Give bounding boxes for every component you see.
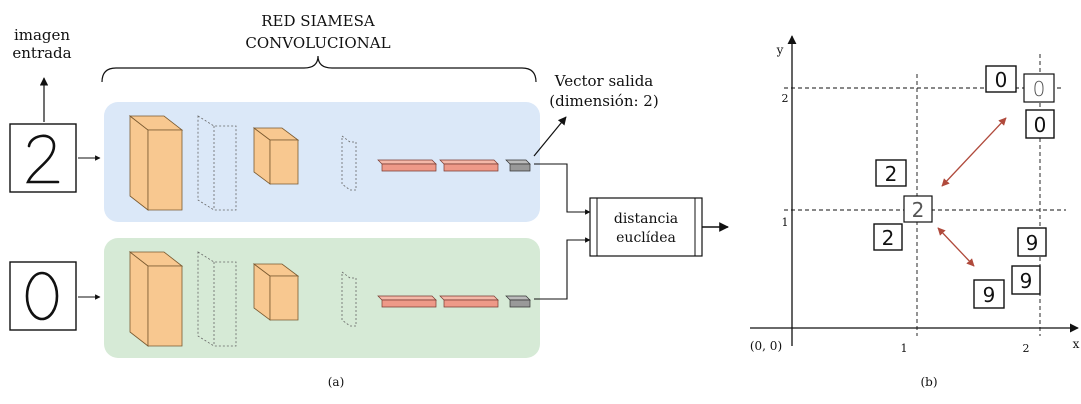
digit-nine-b: 9 xyxy=(1020,269,1033,293)
bottom-branch-band xyxy=(104,238,540,358)
conv-block-2-bottom xyxy=(252,263,300,321)
top-branch-band xyxy=(104,102,540,222)
digit-box-zero-b xyxy=(1025,109,1055,139)
network-title-line2: CONVOLUCIONAL xyxy=(245,34,390,52)
digit-zero-b: 0 xyxy=(1034,113,1047,137)
digit-box-nine-c xyxy=(973,279,1005,309)
network-title-line1: RED SIAMESA xyxy=(261,12,375,30)
digit-box-zero-a xyxy=(985,65,1017,93)
output-label-line2: (dimensión: 2) xyxy=(549,92,658,110)
pool-layer-1-top xyxy=(197,115,237,211)
handwritten-two-icon xyxy=(26,134,60,184)
distance-arrow-near xyxy=(937,227,975,267)
output-label-line1: Vector salida xyxy=(554,72,654,90)
input-label-line1: imagen xyxy=(14,26,70,44)
pool-layer-1-bottom xyxy=(197,251,237,347)
digit-box-two-query xyxy=(903,195,933,223)
y-axis-label: y xyxy=(776,43,784,57)
digit-nine-c: 9 xyxy=(983,283,996,307)
digit-two-a: 2 xyxy=(885,162,898,186)
conv-block-1-top xyxy=(128,115,184,211)
pool-layer-2-bottom xyxy=(341,271,357,327)
dense-layer-2-top xyxy=(439,159,499,172)
conv-block-1-bottom xyxy=(128,251,184,347)
y-tick-1: 1 xyxy=(782,216,789,229)
output-layer-bottom xyxy=(505,295,531,308)
digit-two-query: 2 xyxy=(912,198,925,222)
digit-box-two-b xyxy=(873,223,903,251)
digit-box-nine-b xyxy=(1011,265,1041,295)
x-tick-1: 1 xyxy=(901,342,908,355)
x-axis-label: x xyxy=(1073,337,1080,351)
bottom-to-distance-connector xyxy=(534,237,591,300)
conv-block-2-top xyxy=(252,127,300,185)
top-to-distance-connector xyxy=(534,163,591,215)
x-tick-2: 2 xyxy=(1023,342,1030,355)
network-brace xyxy=(101,55,537,83)
dense-layer-2-bottom xyxy=(439,295,499,308)
y-tick-2: 2 xyxy=(782,92,789,105)
caption-a: (a) xyxy=(328,375,345,389)
digit-zero-a: 0 xyxy=(995,68,1008,92)
distance-label-line2: euclídea xyxy=(616,230,676,246)
dense-layer-1-bottom xyxy=(377,295,437,308)
pool-layer-2-top xyxy=(341,135,357,191)
caption-b: (b) xyxy=(920,375,937,389)
dense-layer-1-top xyxy=(377,159,437,172)
output-layer-top xyxy=(505,159,531,172)
digit-box-two-a xyxy=(875,159,907,187)
panel-b: y x (0, 0) 2 1 1 2 0 0 0 2 2 2 9 9 9 xyxy=(750,35,1080,389)
bottom-branch-layers xyxy=(128,251,531,347)
input-label-line2: entrada xyxy=(12,44,71,62)
handwritten-zero-icon xyxy=(25,271,59,321)
digit-zero-query: 0 xyxy=(1033,77,1046,101)
top-branch-layers xyxy=(128,115,531,211)
distance-arrow-far xyxy=(941,117,1007,187)
digit-nine-a: 9 xyxy=(1026,231,1039,255)
digit-box-zero-query xyxy=(1023,73,1055,103)
output-vector-arrow xyxy=(533,116,567,157)
digit-box-nine-a xyxy=(1017,227,1047,257)
panel-a: imagen entrada RED SIAMESA CONVOLUCIONAL xyxy=(9,12,729,389)
distance-box xyxy=(589,197,703,257)
distance-label-line1: distancia xyxy=(614,211,678,227)
digit-two-b: 2 xyxy=(882,226,895,250)
origin-label: (0, 0) xyxy=(750,339,782,353)
